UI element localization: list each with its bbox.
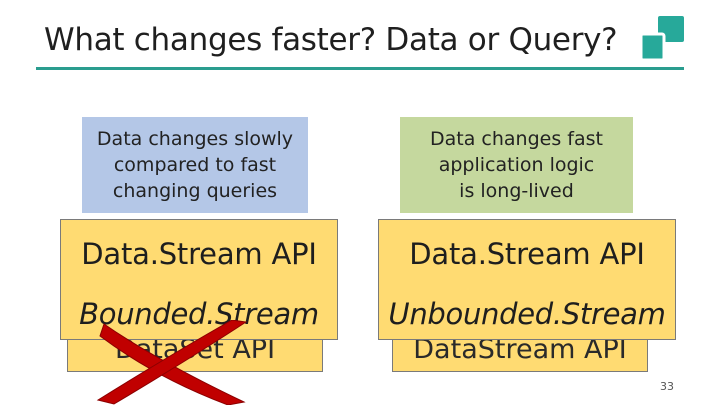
right-note-line-2: application logic xyxy=(438,154,595,176)
right-api-label: Data.Stream API xyxy=(409,237,645,271)
left-stream-label: Bounded.Stream xyxy=(79,297,319,331)
right-note-line-3: is long-lived xyxy=(459,180,574,202)
slide-title: What changes faster? Data or Query? xyxy=(44,22,618,58)
red-x-mark-icon xyxy=(96,320,248,405)
left-note-box: Data changes slowly compared to fast cha… xyxy=(82,117,308,213)
right-note-line-1: Data changes fast xyxy=(430,128,603,150)
right-note-box: Data changes fast application logic is l… xyxy=(400,117,633,213)
left-api-label: Data.Stream API xyxy=(81,237,317,271)
left-note-line-3: changing queries xyxy=(112,180,278,202)
right-stream-label: Unbounded.Stream xyxy=(388,297,666,331)
left-note-line-2: compared to fast xyxy=(113,154,277,176)
teal-squares-logo-icon xyxy=(640,16,684,62)
page-number: 33 xyxy=(660,380,674,393)
left-api-box: Data.Stream API Bounded.Stream xyxy=(60,219,338,340)
title-underline xyxy=(36,67,684,70)
right-api-box: Data.Stream API Unbounded.Stream xyxy=(378,219,676,340)
left-note-line-1: Data changes slowly xyxy=(96,128,294,150)
